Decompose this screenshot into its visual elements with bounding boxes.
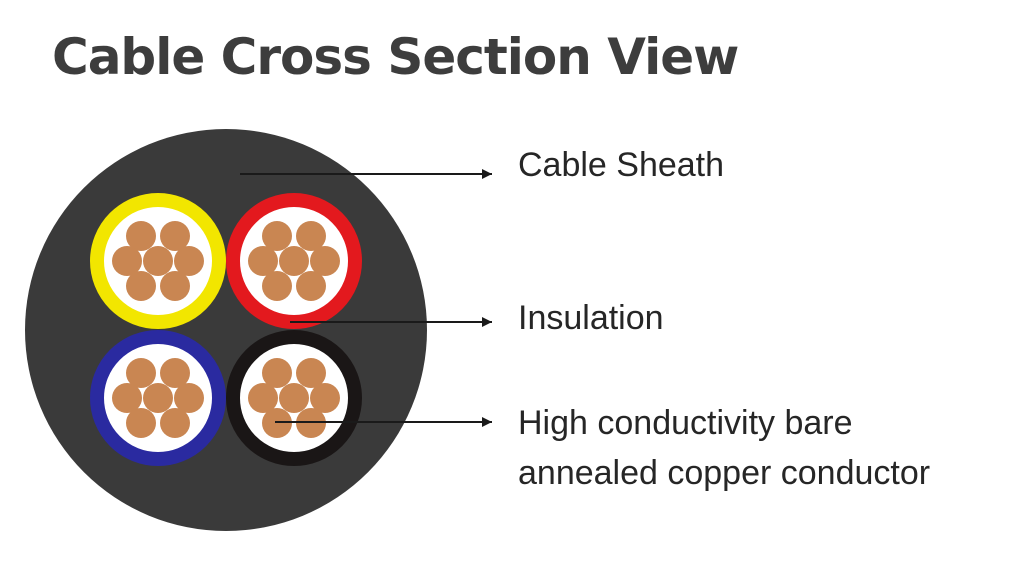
- copper-strand: [248, 383, 278, 413]
- copper-strand: [279, 246, 309, 276]
- core-yellow: [90, 193, 226, 329]
- copper-strand: [310, 246, 340, 276]
- copper-strand: [126, 271, 156, 301]
- cable-sheath: [25, 129, 427, 531]
- copper-strand: [112, 246, 142, 276]
- label-conductor-line-2: annealed copper conductor: [518, 454, 931, 492]
- copper-strand: [174, 246, 204, 276]
- copper-strand: [160, 408, 190, 438]
- copper-strand: [262, 221, 292, 251]
- copper-strand: [279, 383, 309, 413]
- copper-strand: [126, 221, 156, 251]
- copper-strand: [160, 221, 190, 251]
- page-title: Cable Cross Section View: [52, 28, 739, 86]
- label-insulation: Insulation: [518, 299, 664, 337]
- core-black: [226, 330, 362, 466]
- copper-strand: [160, 271, 190, 301]
- core-red: [226, 193, 362, 329]
- copper-strand: [112, 383, 142, 413]
- copper-strand: [296, 358, 326, 388]
- copper-strand: [126, 358, 156, 388]
- copper-strand: [174, 383, 204, 413]
- copper-strand: [262, 358, 292, 388]
- copper-strand: [296, 221, 326, 251]
- copper-strand: [296, 271, 326, 301]
- label-conductor-line-1: High conductivity bare: [518, 404, 853, 442]
- core-blue: [90, 330, 226, 466]
- copper-strand: [143, 246, 173, 276]
- copper-strand: [143, 383, 173, 413]
- copper-strand: [310, 383, 340, 413]
- label-conductor: High conductivity bare annealed copper c…: [518, 398, 930, 498]
- copper-strand: [160, 358, 190, 388]
- copper-strand: [248, 246, 278, 276]
- copper-strand: [126, 408, 156, 438]
- label-cable-sheath: Cable Sheath: [518, 146, 725, 184]
- copper-strand: [262, 271, 292, 301]
